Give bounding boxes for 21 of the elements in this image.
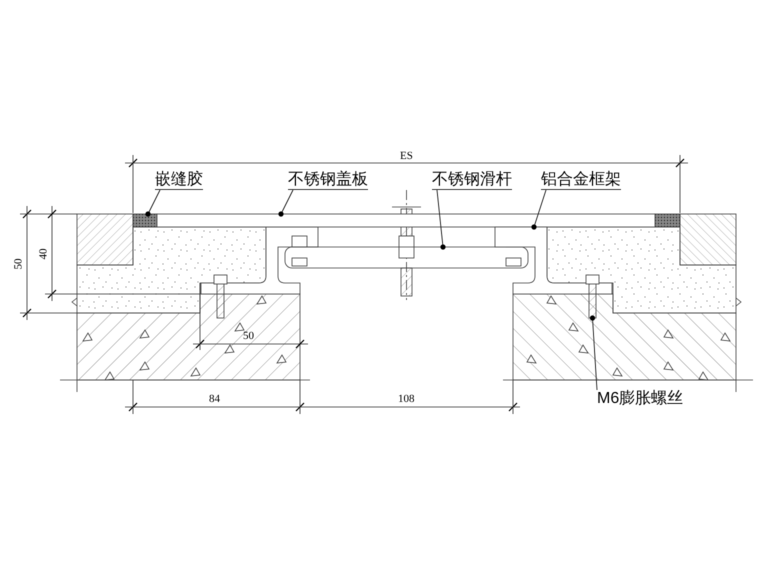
- dimension-label: ES: [400, 150, 413, 162]
- cover-plate: [156, 214, 656, 228]
- expansion-bolt: [586, 274, 600, 318]
- callout-label: 嵌缝胶: [155, 171, 203, 190]
- dimension-label: 40: [38, 248, 50, 260]
- leader-line: [278, 190, 294, 217]
- leader-line: [145, 190, 160, 217]
- leader-line: [531, 190, 546, 230]
- aluminium-frame: [494, 226, 612, 294]
- dimension-label: 108: [398, 393, 414, 405]
- callout-label: 不锈钢盖板: [288, 171, 368, 190]
- leader-line: [590, 315, 598, 390]
- callout-label: 不锈钢滑杆: [432, 171, 512, 190]
- leader-line: [436, 190, 446, 250]
- dimension-label: 84: [209, 393, 220, 405]
- dimension-label: 50: [243, 330, 254, 342]
- slide-rod: [284, 246, 528, 268]
- sealant-strip: [132, 214, 158, 228]
- callout-label: 铝合金框架: [541, 171, 621, 190]
- callout-label: M6膨胀螺丝: [597, 390, 684, 408]
- dimension-label: 50: [12, 258, 24, 270]
